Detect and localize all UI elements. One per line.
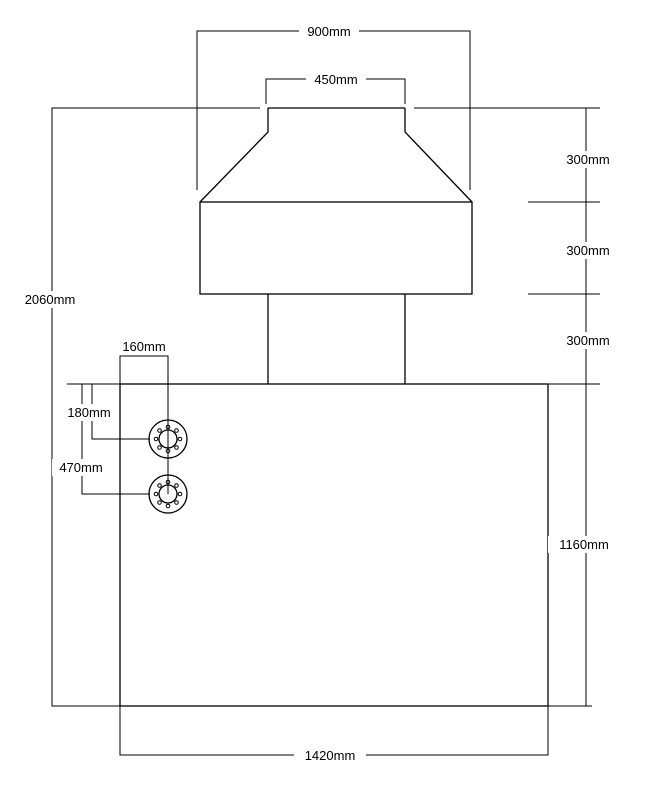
- body-outline: [119, 107, 549, 707]
- dim-line-160: [119, 355, 169, 494]
- label-160: 160mm: [122, 339, 165, 354]
- label-1420: 1420mm: [305, 748, 356, 763]
- label-300-cylinder: 300mm: [566, 243, 609, 258]
- label-300-neck: 300mm: [566, 333, 609, 348]
- dimension-labels: 900mm 450mm 2060mm 300mm 300mm 300mm 116…: [16, 22, 620, 764]
- label-180: 180mm: [67, 405, 110, 420]
- dim-line-900: [196, 30, 471, 190]
- cylinder-section: [199, 201, 473, 295]
- dim-line-180: [91, 384, 150, 440]
- label-900: 900mm: [307, 24, 350, 39]
- label-2060: 2060mm: [25, 292, 76, 307]
- label-300-cone: 300mm: [566, 152, 609, 167]
- dimension-lines: [51, 30, 600, 756]
- dim-line-2060: [51, 107, 260, 707]
- top-cone: [199, 107, 473, 203]
- label-450: 450mm: [314, 72, 357, 87]
- label-470: 470mm: [59, 460, 102, 475]
- tank-body: [119, 383, 549, 707]
- label-1160: 1160mm: [559, 537, 609, 552]
